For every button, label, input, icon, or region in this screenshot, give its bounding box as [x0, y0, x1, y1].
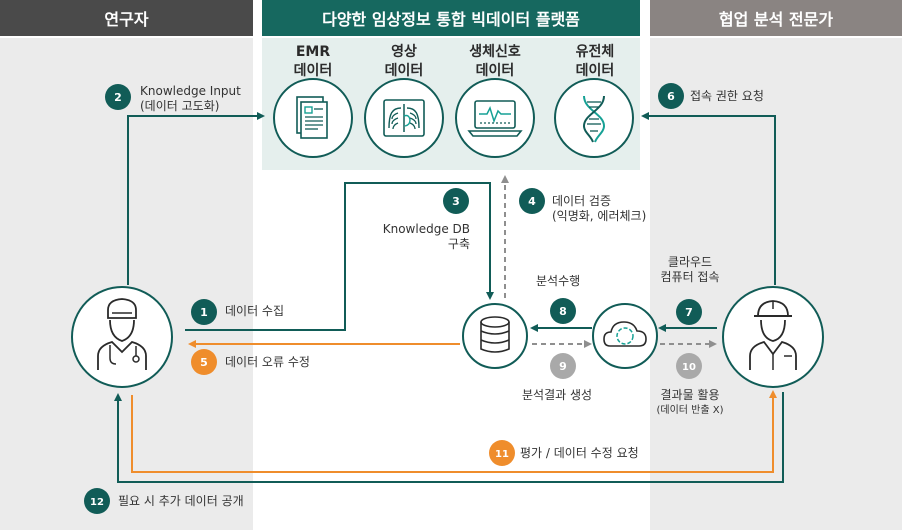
- dna-icon: [554, 78, 634, 158]
- arrow-additional-data: [114, 392, 784, 483]
- step-11-label: 평가 / 데이터 수정 요청: [520, 446, 639, 460]
- step-badge-2: 2: [105, 84, 131, 110]
- step-badge-5: 5: [191, 349, 217, 375]
- step-number-2: 2: [114, 91, 122, 104]
- step-number-12: 12: [90, 497, 104, 508]
- header-researcher: 연구자: [0, 0, 253, 36]
- step-badge-11: 11: [489, 440, 515, 466]
- step-badge-9: 9: [550, 353, 576, 379]
- researcher-panel: [0, 38, 253, 530]
- step-2-label: Knowledge Input(데이터 고도화): [140, 84, 241, 113]
- step-badge-8: 8: [550, 298, 576, 324]
- expert-engineer-icon: [722, 286, 824, 388]
- researcher-doctor-icon: [71, 286, 173, 388]
- step-badge-4: 4: [519, 188, 545, 214]
- step-badge-1: 1: [191, 299, 217, 325]
- step-9-label: 분석결과 생성: [522, 388, 593, 402]
- step-number-3: 3: [452, 195, 460, 208]
- step-10-label: 결과물 활용(데이터 반출 X): [656, 388, 724, 416]
- step-number-1: 1: [200, 306, 208, 319]
- step-badge-12: 12: [84, 488, 110, 514]
- step-5-label: 데이터 오류 수정: [225, 355, 310, 369]
- step-6-label: 접속 권한 요청: [690, 89, 764, 103]
- document-icon: [273, 78, 353, 158]
- xray-icon: [364, 78, 444, 158]
- step-number-6: 6: [667, 90, 675, 103]
- step-badge-6: 6: [658, 83, 684, 109]
- cloud-icon: [592, 303, 658, 369]
- laptop-signal-icon: [455, 78, 535, 158]
- step-4-label: 데이터 검증(익명화, 에러체크): [552, 194, 647, 223]
- step-number-8: 8: [559, 305, 567, 318]
- step-number-5: 5: [200, 356, 208, 369]
- arrow-evaluation-request: [131, 390, 777, 473]
- step-1-label: 데이터 수집: [225, 304, 285, 318]
- header-platform: 다양한 임상정보 통합 빅데이터 플랫폼: [262, 0, 640, 36]
- step-number-7: 7: [685, 306, 693, 319]
- step-badge-10: 10: [676, 353, 702, 379]
- step-number-11: 11: [495, 449, 509, 460]
- header-expert: 협업 분석 전문가: [650, 0, 902, 36]
- step-badge-3: 3: [443, 188, 469, 214]
- step-8-label: 분석수행: [536, 274, 581, 288]
- arrow-data-collection: [185, 182, 494, 331]
- step-number-4: 4: [528, 195, 536, 208]
- database-icon: [462, 303, 528, 369]
- step-12-label: 필요 시 추가 데이터 공개: [118, 494, 244, 508]
- arrow-knowledge-input: [127, 112, 265, 285]
- step-number-9: 9: [559, 360, 567, 373]
- arrow-access-request: [641, 112, 776, 285]
- step-number-10: 10: [682, 362, 696, 373]
- step-badge-7: 7: [676, 299, 702, 325]
